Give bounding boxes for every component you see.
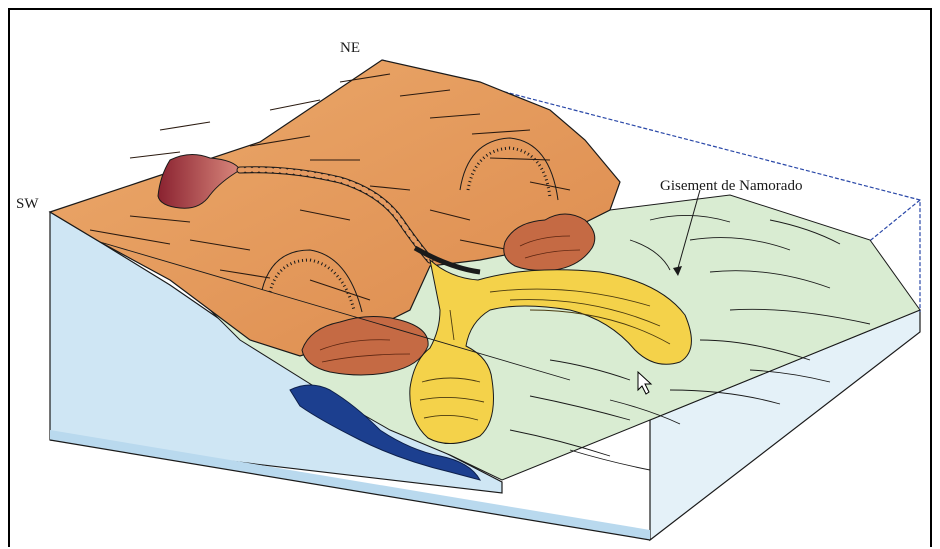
label-ne: NE [340, 40, 360, 56]
block-diagram: NE SW Gisement de Namorado [10, 10, 934, 549]
label-field: Gisement de Namorado [660, 178, 802, 194]
label-sw: SW [16, 196, 39, 212]
figure-frame: NE SW Gisement de Namorado [8, 8, 932, 547]
